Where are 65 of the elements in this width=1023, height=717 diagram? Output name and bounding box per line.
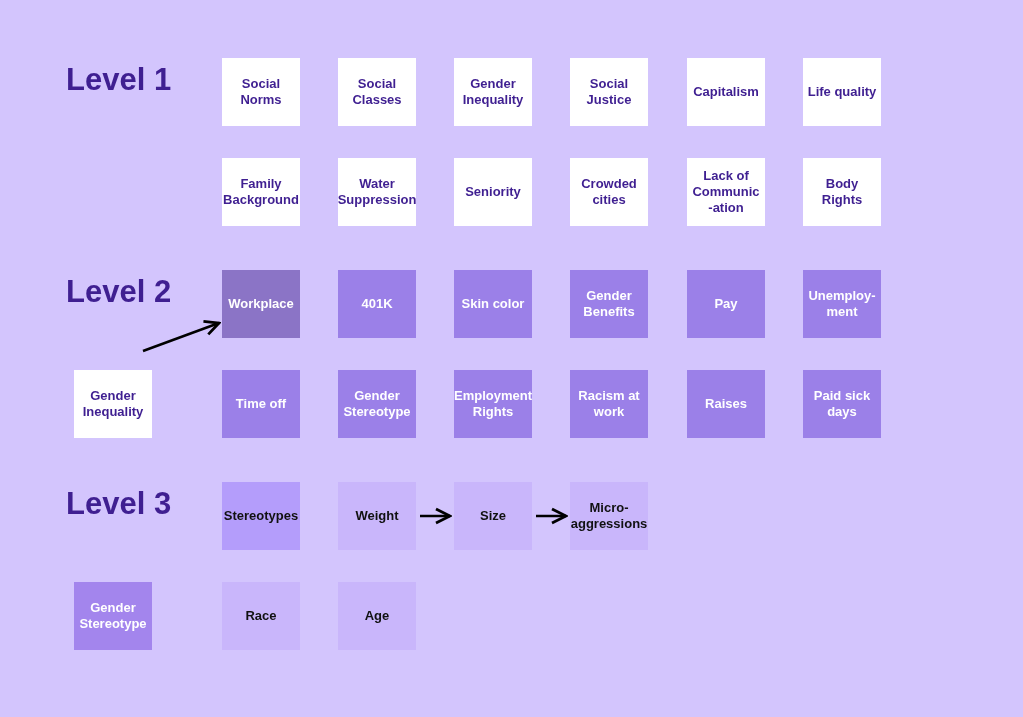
card-text: Raises bbox=[705, 396, 747, 412]
topic-card bbox=[222, 370, 300, 438]
topic-card bbox=[222, 158, 300, 226]
topic-card bbox=[803, 158, 881, 226]
topic-card bbox=[338, 270, 416, 338]
topic-card bbox=[803, 370, 881, 438]
topic-card bbox=[222, 270, 300, 338]
card-text: Size bbox=[480, 508, 506, 524]
topic-card bbox=[454, 58, 532, 126]
card-text: Age bbox=[364, 608, 390, 624]
card-text: Gender Stereotype bbox=[78, 600, 148, 632]
card-text: Family Background bbox=[223, 176, 299, 208]
topic-card bbox=[687, 158, 765, 226]
card-text: Time off bbox=[235, 396, 287, 412]
card-text: Crowded cities bbox=[580, 176, 638, 208]
card-text: Skin color bbox=[461, 296, 525, 312]
topic-card bbox=[454, 370, 532, 438]
level-heading: Level 2 bbox=[66, 274, 172, 310]
topic-card bbox=[74, 582, 152, 650]
card-text: Pay bbox=[714, 296, 738, 312]
topic-card bbox=[454, 158, 532, 226]
arrow bbox=[142, 319, 221, 353]
card-text: Lack of Communic -ation bbox=[691, 168, 761, 216]
topic-card bbox=[454, 270, 532, 338]
card-text: Gender Inequality bbox=[461, 76, 525, 108]
topic-card bbox=[338, 370, 416, 438]
card-text: Stereotypes bbox=[223, 508, 299, 524]
topic-card bbox=[222, 58, 300, 126]
card-text: Capitalism bbox=[693, 84, 759, 100]
card-text: Workplace bbox=[228, 296, 294, 312]
card-text: Water Suppression bbox=[337, 176, 417, 208]
card-text: Micro- aggressions bbox=[570, 500, 648, 532]
arrow bbox=[536, 507, 568, 525]
card-text: 401K bbox=[361, 296, 393, 312]
card-text: Body Rights bbox=[820, 176, 864, 208]
card-text: Gender Inequality bbox=[81, 388, 145, 420]
card-text: Racism at work bbox=[577, 388, 641, 420]
card-text: Gender Stereotype bbox=[342, 388, 412, 420]
card-text: Life quality bbox=[807, 84, 877, 100]
topic-card bbox=[338, 58, 416, 126]
topic-card bbox=[570, 158, 648, 226]
card-text: Race bbox=[245, 608, 277, 624]
card-text: Seniority bbox=[465, 184, 521, 200]
card-text: Social Classes bbox=[351, 76, 403, 108]
card-text: Paid sick days bbox=[812, 388, 872, 420]
card-text: Gender Benefits bbox=[582, 288, 636, 320]
arrow bbox=[420, 507, 452, 525]
topic-card bbox=[687, 270, 765, 338]
topic-card bbox=[222, 482, 300, 550]
topic-card bbox=[687, 370, 765, 438]
card-text: Weight bbox=[355, 508, 399, 524]
card-text: Unemploy- ment bbox=[807, 288, 877, 320]
card-text: Employment Rights bbox=[454, 388, 532, 420]
card-text: Social Justice bbox=[585, 76, 633, 108]
level-heading: Level 3 bbox=[66, 486, 172, 522]
topic-card bbox=[570, 370, 648, 438]
level-heading: Level 1 bbox=[66, 62, 172, 98]
card-text: Social Norms bbox=[239, 76, 283, 108]
topic-card bbox=[338, 158, 416, 226]
topic-card bbox=[803, 270, 881, 338]
topic-card bbox=[570, 58, 648, 126]
topic-card bbox=[803, 58, 881, 126]
topic-card bbox=[687, 58, 765, 126]
topic-card bbox=[570, 270, 648, 338]
topic-card bbox=[74, 370, 152, 438]
